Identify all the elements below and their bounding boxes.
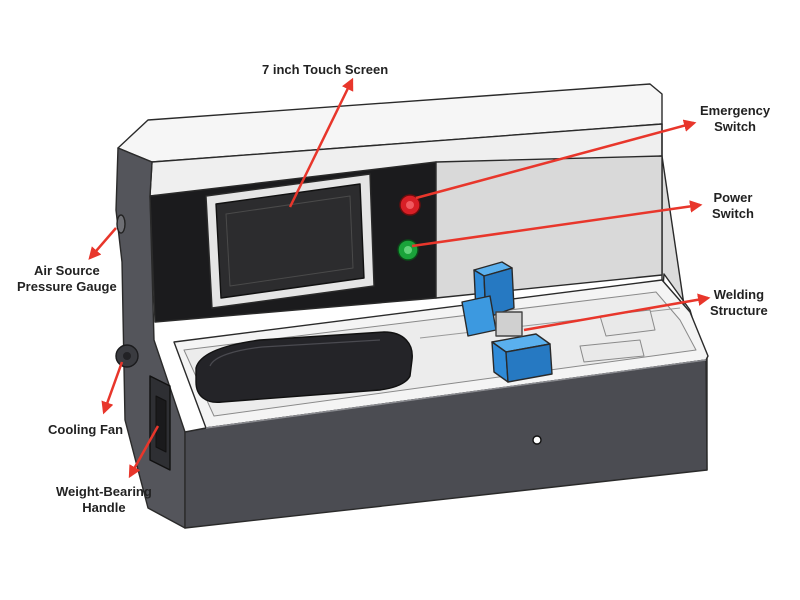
arrow-cooling-fan: [101, 361, 124, 415]
callout-arrows: [88, 77, 711, 479]
touch-screen-face: [215, 183, 365, 299]
arrow-power-switch: [411, 200, 703, 248]
label-power-line2: Switch: [712, 206, 754, 221]
welding-base-side: [505, 343, 553, 383]
arrow-handle: [128, 425, 160, 479]
label-handle-line1: Weight-Bearing: [56, 484, 152, 499]
power-switch-highlight: [404, 246, 412, 254]
work-pad-highlight: [209, 339, 381, 367]
label-air-source-line1: Air Source: [33, 263, 100, 278]
label-air-source: Air Source Pressure Gauge: [17, 263, 117, 295]
front-hole: [532, 435, 542, 445]
label-cooling-fan-text: Cooling Fan: [48, 422, 124, 437]
touch-screen-inner: [225, 195, 354, 287]
arrow-touch-screen: [288, 77, 354, 208]
label-handle-line2: Handle: [82, 500, 126, 515]
label-emergency-line2: Switch: [714, 119, 756, 134]
arrow-welding-structure: [523, 293, 711, 332]
cooling-fan-hub: [123, 352, 131, 360]
label-touch-screen-text: 7 inch Touch Screen: [262, 62, 389, 77]
label-emergency-line1: Emergency: [700, 103, 771, 118]
label-welding-line1: Welding: [713, 287, 765, 302]
label-welding-structure: Welding Structure: [710, 287, 768, 319]
arrow-emergency-switch: [415, 119, 697, 200]
label-power-line1: Power: [713, 190, 753, 205]
welding-arm: [461, 295, 497, 337]
arrow-air-source: [88, 227, 117, 260]
label-touch-screen: 7 inch Touch Screen: [262, 62, 388, 78]
label-handle: Weight-Bearing Handle: [56, 484, 152, 516]
label-emergency-switch: Emergency Switch: [700, 103, 770, 135]
label-power-switch: Power Switch: [712, 190, 754, 222]
work-pad: [195, 331, 413, 403]
label-cooling-fan: Cooling Fan: [48, 422, 123, 438]
label-air-source-line2: Pressure Gauge: [17, 279, 117, 294]
tray-bracket-2: [579, 339, 645, 363]
machine-illustration: [115, 83, 709, 529]
front-casing-edge: [205, 359, 707, 429]
handle-opening: [155, 395, 167, 453]
welding-electrode: [495, 311, 523, 337]
label-welding-line2: Structure: [710, 303, 768, 318]
air-source-gauge: [116, 214, 126, 234]
emergency-switch-highlight: [406, 201, 414, 209]
